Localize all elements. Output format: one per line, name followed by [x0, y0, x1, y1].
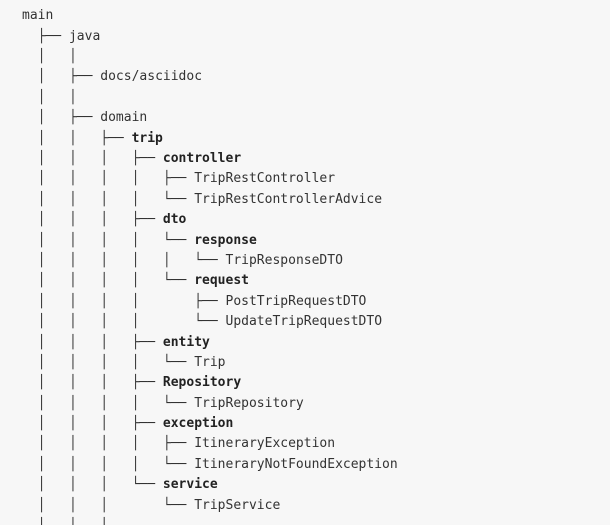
tree-line: │ ├── domain — [22, 108, 148, 128]
tree-connector: │ ├── — [22, 69, 101, 84]
tree-item-label: TripRestControllerAdvice — [194, 192, 383, 207]
tree-connector: │ │ │ │ └── — [22, 273, 195, 288]
tree-connector: │ │ │ ├── — [22, 212, 163, 227]
tree-item-label: UpdateTripRequestDTO — [225, 314, 383, 329]
tree-item-label: PostTripRequestDTO — [225, 294, 367, 309]
tree-line: │ ├── docs/asciidoc — [22, 67, 202, 87]
tree-item-label: controller — [162, 151, 242, 166]
tree-connector: │ │ ├── — [22, 131, 132, 146]
tree-item-label: java — [68, 29, 101, 44]
tree-connector: │ │ │ ├── — [22, 375, 163, 390]
tree-connector: │ │ │ │ └── — [22, 233, 195, 248]
tree-line: │ │ │ ├── controller — [22, 149, 242, 169]
tree-connector: │ │ │ │ │ └── — [22, 253, 226, 268]
tree-connector: │ │ │ │ └── — [22, 457, 195, 472]
tree-item-label: Trip — [194, 355, 226, 370]
tree-item-label: main — [22, 8, 54, 23]
tree-item-label: Repository — [162, 375, 242, 390]
tree-item-label: request — [194, 273, 249, 288]
tree-line: │ │ │ │ └── UpdateTripRequestDTO — [22, 312, 382, 332]
tree-item-label: domain — [100, 110, 148, 125]
tree-line: │ │ │ │ └── TripRepository — [22, 394, 304, 414]
tree-item-label: docs/asciidoc — [100, 69, 203, 84]
tree-item-label: service — [162, 477, 218, 492]
tree-connector: ├── — [22, 29, 69, 44]
tree-connector: │ │ — [22, 49, 77, 64]
tree-item-label: entity — [162, 335, 210, 350]
tree-line: main — [22, 6, 53, 26]
tree-connector: │ │ │ ├── — [22, 151, 163, 166]
tree-connector: │ │ │ — [22, 518, 108, 525]
tree-line: │ │ │ │ └── TripRestControllerAdvice — [22, 190, 382, 210]
tree-connector: │ │ │ │ └── — [22, 355, 195, 370]
tree-line: │ │ │ └── service — [22, 475, 218, 495]
tree-line: │ │ │ │ └── Trip — [22, 353, 226, 373]
tree-connector: │ │ │ │ └── — [22, 396, 195, 411]
tree-line: │ │ │ │ ├── PostTripRequestDTO — [22, 292, 367, 312]
tree-line: │ │ │ ├── entity — [22, 333, 210, 353]
tree-item-label: exception — [162, 416, 234, 431]
tree-line: │ │ │ │ └── ItineraryNotFoundException — [22, 455, 398, 475]
tree-connector: │ │ │ ├── — [22, 416, 163, 431]
tree-item-label: TripService — [194, 498, 281, 513]
tree-line: │ │ │ — [22, 516, 108, 525]
tree-line: │ │ │ ├── Repository — [22, 373, 242, 393]
tree-line: │ │ │ ├── dto — [22, 210, 187, 230]
tree-item-label: ItineraryNotFoundException — [194, 457, 398, 472]
tree-connector: │ │ │ │ ├── — [22, 294, 226, 309]
tree-line: │ │ │ ├── exception — [22, 414, 234, 434]
tree-connector: │ │ — [22, 90, 77, 105]
tree-connector: │ │ │ │ ├── — [22, 436, 195, 451]
tree-connector: │ │ │ └── — [22, 498, 195, 513]
tree-line: │ │ — [22, 88, 77, 108]
tree-line: ├── java — [22, 27, 101, 47]
tree-connector: │ │ │ │ └── — [22, 314, 226, 329]
tree-connector: │ │ │ │ ├── — [22, 171, 195, 186]
tree-line: │ │ │ │ └── request — [22, 271, 249, 291]
tree-connector: │ ├── — [22, 110, 101, 125]
tree-line: │ │ — [22, 47, 77, 67]
tree-item-label: TripRepository — [194, 396, 304, 411]
tree-connector: │ │ │ │ └── — [22, 192, 195, 207]
tree-item-label: trip — [131, 131, 163, 146]
tree-item-label: TripRestController — [194, 171, 336, 186]
tree-connector: │ │ │ ├── — [22, 335, 163, 350]
tree-line: │ │ │ │ │ └── TripResponseDTO — [22, 251, 343, 271]
tree-line: │ │ │ │ ├── ItineraryException — [22, 434, 335, 454]
tree-item-label: response — [194, 233, 257, 248]
tree-line: │ │ ├── trip — [22, 129, 163, 149]
tree-item-label: dto — [162, 212, 187, 227]
tree-line: │ │ │ └── TripService — [22, 496, 281, 516]
tree-connector: │ │ │ └── — [22, 477, 163, 492]
tree-item-label: ItineraryException — [194, 436, 336, 451]
tree-item-label: TripResponseDTO — [225, 253, 343, 268]
tree-line: │ │ │ │ ├── TripRestController — [22, 169, 335, 189]
tree-line: │ │ │ │ └── response — [22, 231, 257, 251]
